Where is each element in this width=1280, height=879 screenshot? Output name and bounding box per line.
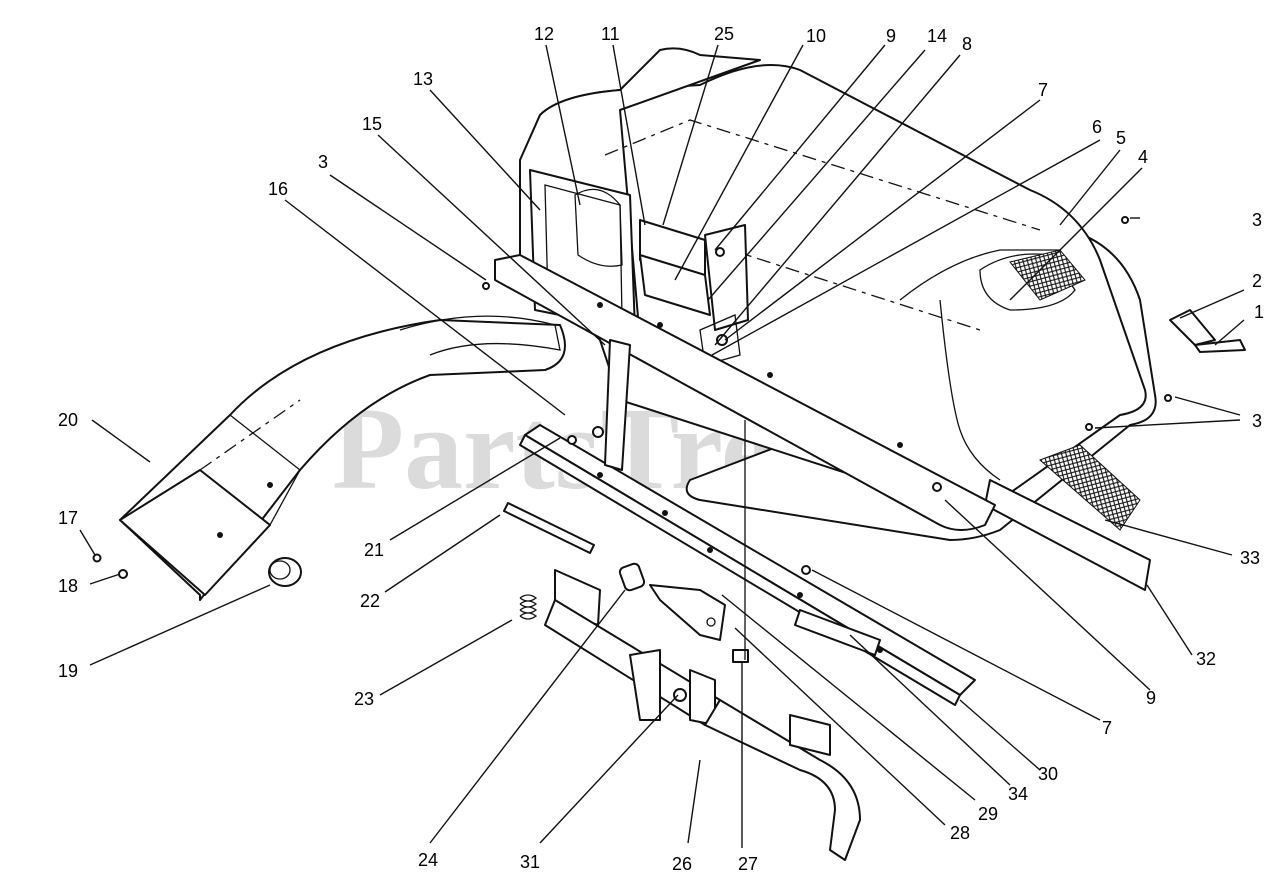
spring-23 xyxy=(519,594,538,620)
callout-6: 6 xyxy=(1092,117,1102,137)
callout-3-top: 3 xyxy=(1252,210,1262,230)
callout-27: 27 xyxy=(738,854,758,874)
callout-21: 21 xyxy=(364,540,384,560)
callout-5: 5 xyxy=(1116,128,1126,148)
hood-vent-recess xyxy=(979,253,1076,311)
callout-18: 18 xyxy=(58,576,78,596)
door-plate-lower xyxy=(639,254,711,316)
callout-1: 1 xyxy=(1254,302,1264,322)
callout-34: 34 xyxy=(1008,784,1028,804)
plate-15 xyxy=(604,339,631,471)
bagger-hood-assembly xyxy=(494,47,1157,591)
callout-12: 12 xyxy=(534,24,554,44)
callout-13: 13 xyxy=(413,69,433,89)
deflector-2 xyxy=(1169,309,1216,346)
screw-17 xyxy=(92,553,102,563)
callout-3-left: 3 xyxy=(318,152,328,172)
callout-7: 7 xyxy=(1038,80,1048,100)
callout-32: 32 xyxy=(1196,649,1216,669)
callout-23: 23 xyxy=(354,689,374,709)
callout-3-right: 3 xyxy=(1252,411,1262,431)
callout-17: 17 xyxy=(58,508,78,528)
hood-base-rail xyxy=(984,479,1151,591)
callout-9-lower: 9 xyxy=(1146,688,1156,708)
rod-22 xyxy=(503,502,595,554)
callout-labels: 12 11 25 10 9 14 8 13 7 15 6 5 4 3 16 3 … xyxy=(58,24,1264,874)
callout-4: 4 xyxy=(1138,147,1148,167)
callout-14: 14 xyxy=(927,26,947,46)
discharge-chute xyxy=(119,315,566,601)
callout-25: 25 xyxy=(714,24,734,44)
right-mount-bracket xyxy=(789,714,831,756)
hood-side-screen xyxy=(1039,444,1141,531)
callout-7-lower: 7 xyxy=(1102,718,1112,738)
hood-top-screen xyxy=(1009,249,1086,301)
callout-16: 16 xyxy=(268,179,288,199)
callout-15: 15 xyxy=(362,114,382,134)
callout-2: 2 xyxy=(1252,271,1262,291)
hood-bottom-flange xyxy=(494,254,996,531)
callout-22: 22 xyxy=(360,591,380,611)
callout-31: 31 xyxy=(520,852,540,872)
callout-28: 28 xyxy=(950,823,970,843)
callout-29: 29 xyxy=(978,804,998,824)
callout-9: 9 xyxy=(886,26,896,46)
rear-opening-flap xyxy=(574,188,623,267)
callout-8: 8 xyxy=(962,34,972,54)
callout-leaders xyxy=(79,44,1245,848)
spacer-24 xyxy=(618,562,646,592)
deflector-1 xyxy=(1194,339,1246,353)
callout-19: 19 xyxy=(58,661,78,681)
washer-18 xyxy=(118,569,128,579)
bracket-29 xyxy=(649,584,726,641)
callout-26: 26 xyxy=(672,854,692,874)
callout-10: 10 xyxy=(806,26,826,46)
callout-30: 30 xyxy=(1038,764,1058,784)
callout-24: 24 xyxy=(418,850,438,870)
chute-inlet-flange xyxy=(399,315,561,356)
lift-handle xyxy=(544,599,861,861)
callout-11: 11 xyxy=(601,24,620,44)
bolt-27 xyxy=(732,649,749,663)
callout-20: 20 xyxy=(58,410,78,430)
callout-33: 33 xyxy=(1240,548,1260,568)
